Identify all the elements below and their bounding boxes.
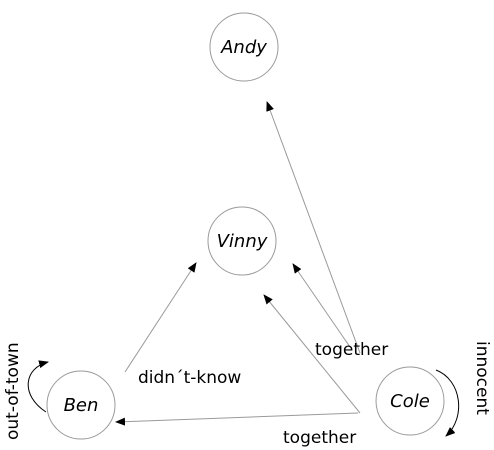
edge-ben-to-vinny bbox=[124, 262, 197, 373]
node-andy-label: Andy bbox=[220, 37, 267, 58]
edge-cole-to-ben bbox=[115, 412, 359, 426]
edge-cole-to-vinny-upper bbox=[292, 263, 351, 348]
edge-label-innocent: innocent bbox=[472, 341, 492, 415]
edge-cole-to-andy bbox=[266, 101, 361, 354]
node-andy[interactable]: Andy bbox=[209, 12, 279, 82]
node-cole[interactable]: Cole bbox=[375, 366, 445, 436]
edge-cole-to-vinny-lower bbox=[263, 294, 361, 414]
edge-label-together-vinny: together bbox=[315, 340, 388, 360]
node-vinny-label: Vinny bbox=[217, 231, 268, 252]
edge-label-together-ben: together bbox=[283, 428, 356, 448]
loop-ben-self bbox=[27, 360, 49, 413]
node-ben[interactable]: Ben bbox=[46, 370, 116, 440]
node-cole-label: Cole bbox=[390, 391, 430, 412]
node-vinny[interactable]: Vinny bbox=[207, 206, 277, 276]
edge-label-didnt-know: didn´t-know bbox=[138, 368, 241, 388]
loop-cole-self bbox=[435, 369, 460, 437]
edge-label-out-of-town: out-of-town bbox=[3, 342, 23, 440]
node-ben-label: Ben bbox=[64, 395, 99, 416]
